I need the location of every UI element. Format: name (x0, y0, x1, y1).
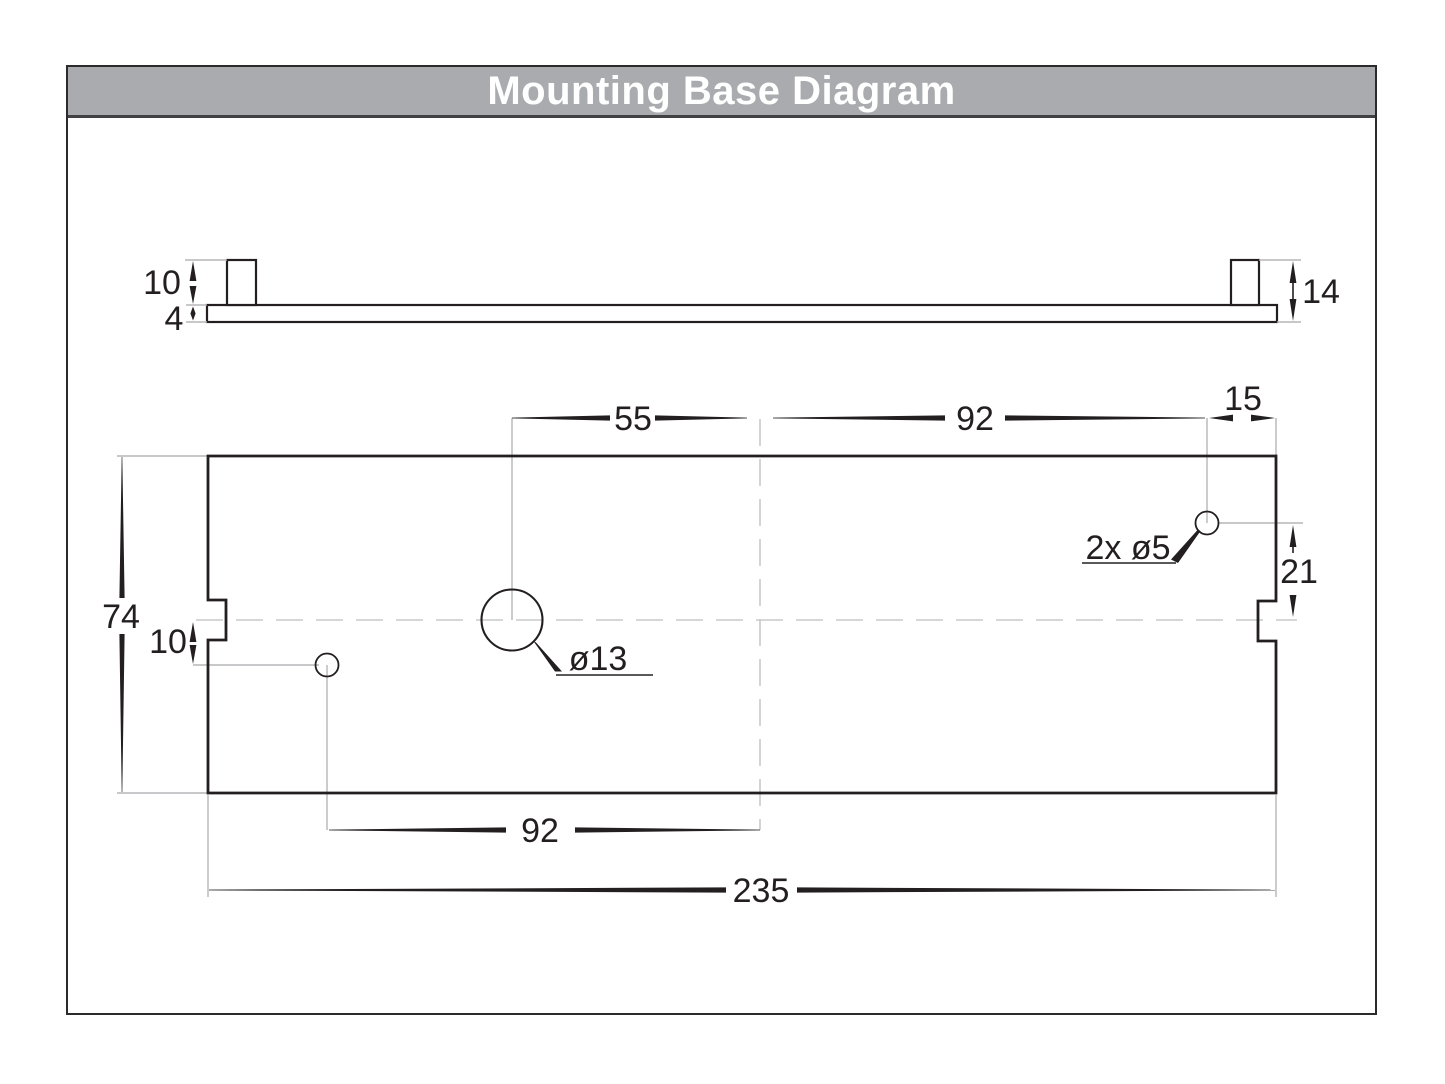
right-screw-hole (1194, 510, 1220, 536)
dim-text-left-hole-offset: 92 (521, 812, 559, 850)
arrow-up-icon (189, 261, 197, 281)
dimension-plate-depth: 74 (102, 457, 140, 792)
diagram-header: Mounting Base Diagram (68, 67, 1375, 118)
dimension-left-hole-centerline: 10 (149, 622, 197, 664)
arrow-down-icon (190, 313, 196, 321)
arrow-down-icon (189, 645, 197, 664)
arrow-left-icon (1209, 414, 1233, 422)
base-plate-profile (205, 303, 1279, 324)
dimension-tab-height: 10 (143, 261, 197, 304)
dim-line (119, 634, 125, 792)
left-tab-profile (225, 258, 258, 307)
arrow-up-icon (189, 622, 197, 642)
diagram-frame: Mounting Base Diagram (66, 65, 1377, 1015)
dimension-right-hole-centerline: 21 (1280, 525, 1318, 617)
arrow-down-icon (1289, 595, 1297, 617)
side-profile-view: 10 4 14 (143, 258, 1340, 338)
arrow-up-icon (1289, 525, 1297, 547)
label-text-small-holes: 2x ø5 (1085, 529, 1170, 567)
label-small-holes: 2x ø5 (1082, 529, 1201, 567)
dimension-overall-height: 14 (1289, 261, 1340, 321)
dimension-left-hole-offset: 92 (329, 812, 760, 850)
right-tab-profile (1229, 258, 1261, 307)
dim-line (512, 415, 610, 421)
dim-text-overall-height: 14 (1302, 273, 1340, 311)
dim-text-plate-thickness: 4 (165, 300, 184, 338)
label-center-hole: ø13 (533, 640, 653, 678)
dim-text-tab-height: 10 (143, 264, 181, 302)
dimension-plate-thickness: 4 (165, 300, 196, 338)
dim-line (773, 415, 945, 421)
label-text-center-hole: ø13 (569, 640, 628, 678)
base-plate-outline (206, 454, 1278, 795)
dim-text-right-hole-centerline: 21 (1280, 553, 1318, 591)
plan-view: 55 92 15 21 74 (102, 380, 1318, 910)
dimension-right-hole-offset: 92 (773, 400, 1205, 438)
dim-line (119, 457, 125, 598)
dimension-center-hole-offset: 55 (512, 400, 747, 438)
dim-text-plate-depth: 74 (102, 598, 140, 636)
dim-text-left-hole-centerline: 10 (149, 623, 187, 661)
dim-line (209, 887, 726, 893)
arrow-right-icon (1251, 414, 1275, 422)
dim-line (1005, 415, 1205, 421)
arrow-up-icon (1289, 261, 1297, 283)
leader-line (533, 640, 562, 672)
dimension-plate-length: 235 (209, 872, 1275, 910)
arrow-up-icon (190, 306, 196, 314)
dim-text-plate-length: 235 (733, 872, 790, 910)
dim-text-right-hole-offset: 92 (956, 400, 994, 438)
left-screw-hole (314, 652, 340, 678)
dimension-edge-distance: 15 (1209, 380, 1275, 422)
dim-line (329, 827, 506, 833)
dim-line (797, 887, 1275, 893)
diagram-title: Mounting Base Diagram (487, 69, 956, 113)
arrow-down-icon (1289, 299, 1297, 321)
dim-line (575, 827, 760, 833)
leader-line (1171, 529, 1201, 563)
dim-text-edge-distance: 15 (1224, 380, 1262, 418)
dim-line (655, 415, 747, 421)
arrow-down-icon (189, 286, 197, 304)
center-hole (480, 588, 544, 652)
dim-text-center-hole-offset: 55 (614, 400, 652, 438)
